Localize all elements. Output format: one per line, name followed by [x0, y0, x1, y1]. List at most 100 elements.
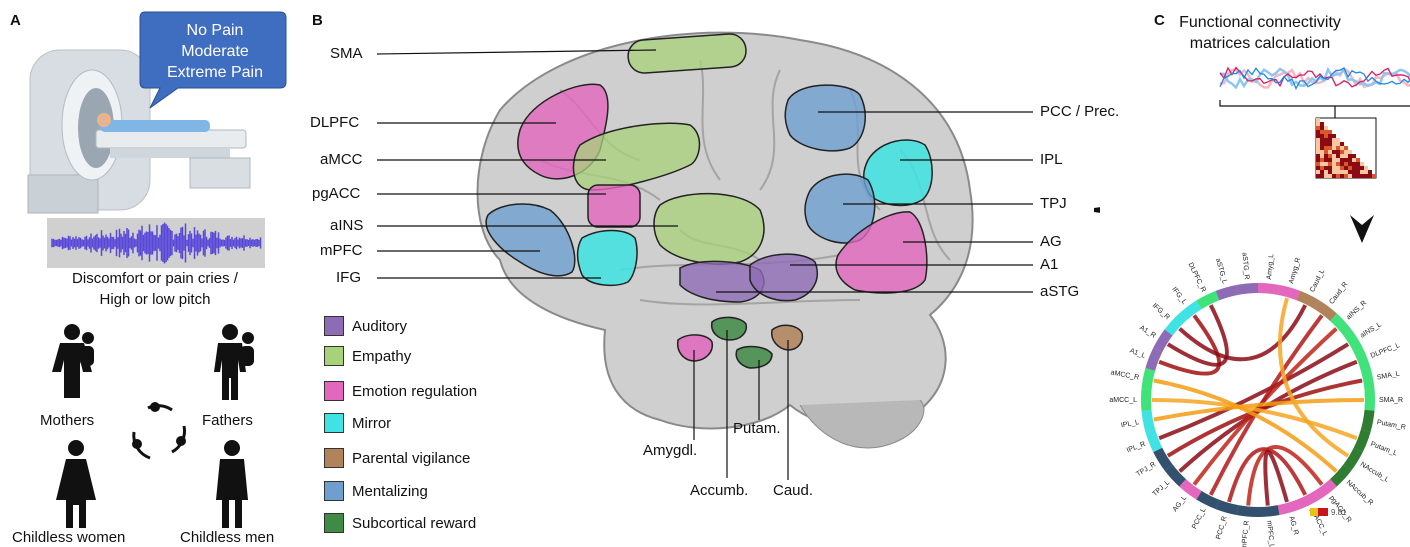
matrix-cell	[1336, 146, 1340, 150]
matrix-cell	[1328, 130, 1332, 134]
matrix-cell	[1320, 138, 1324, 142]
chord-ring-segment	[1358, 431, 1365, 450]
label-caudate: Caud.	[773, 482, 813, 499]
region-ains	[654, 194, 764, 264]
chord-node-label: SMA_R	[1379, 397, 1403, 404]
matrix-cell	[1332, 154, 1336, 158]
region-putamen	[736, 347, 772, 368]
chord-node-label: IFG_R	[1151, 302, 1171, 321]
chord-node-label: IPL_L	[1120, 419, 1139, 429]
matrix-cell	[1316, 146, 1320, 150]
matrix-cell	[1316, 158, 1320, 162]
chord-node-label: Caud_R	[1328, 281, 1349, 306]
matrix-cell	[1356, 170, 1360, 174]
colour-scale-value: 9.81	[1331, 508, 1347, 517]
matrix-cell	[1364, 174, 1368, 178]
matrix-cell	[1348, 166, 1352, 170]
matrix-cell	[1364, 170, 1368, 174]
connectivity-matrix	[1316, 118, 1376, 178]
legend-label: Parental vigilance	[352, 450, 470, 467]
legend-swatch	[324, 513, 344, 533]
chord-ring-segment	[1237, 510, 1258, 512]
chord-node-label: A1_L	[1129, 347, 1147, 359]
matrix-cell	[1348, 170, 1352, 174]
chord-node-label: NAccub_R	[1345, 479, 1374, 507]
connectivity-figure: Amyg_LAmyg_RCaud_LCaud_RaINS_RaINS_LDLPF…	[1100, 0, 1410, 547]
matrix-cell	[1360, 162, 1364, 166]
matrix-cell	[1320, 122, 1324, 126]
region-pcc	[785, 85, 865, 151]
chord-node-label: IPL_R	[1126, 441, 1147, 455]
matrix-cell	[1316, 118, 1320, 122]
matrix-cell	[1328, 162, 1332, 166]
chord-link	[1180, 305, 1306, 359]
matrix-cell	[1336, 142, 1340, 146]
matrix-cell	[1328, 142, 1332, 146]
chord-node-label: Amyg_L	[1266, 254, 1275, 280]
matrix-cell	[1340, 142, 1344, 146]
chord-ring-segment	[1146, 369, 1150, 389]
chord-node-label: TPJ_R	[1135, 461, 1157, 478]
matrix-cell	[1332, 146, 1336, 150]
matrix-cell	[1340, 154, 1344, 158]
chord-node-label: aSTG_L	[1214, 258, 1228, 285]
matrix-cell	[1340, 158, 1344, 162]
chord-node-label: NAccub_L	[1359, 461, 1390, 484]
label-accumbens: Accumb.	[690, 482, 748, 499]
region-accumbens	[712, 317, 747, 340]
chord-diagram: Amyg_LAmyg_RCaud_LCaud_RaINS_RaINS_LDLPF…	[1109, 252, 1406, 547]
matrix-cell	[1368, 174, 1372, 178]
matrix-cell	[1372, 174, 1376, 178]
matrix-cell	[1324, 150, 1328, 154]
matrix-cell	[1344, 150, 1348, 154]
matrix-cell	[1344, 154, 1348, 158]
legend-label: Subcortical reward	[352, 515, 476, 532]
chord-ring-segment	[1347, 450, 1358, 468]
chord-ring-segment	[1347, 333, 1358, 351]
matrix-cell	[1352, 170, 1356, 174]
chord-node-label: AG_L	[1172, 495, 1188, 514]
matrix-cell	[1336, 150, 1340, 154]
chord-ring-segment	[1258, 288, 1279, 290]
legend-swatch	[324, 448, 344, 468]
chord-ring-segment	[1358, 350, 1365, 369]
matrix-cell	[1320, 166, 1324, 170]
label-mpfc: mPFC	[320, 242, 363, 259]
matrix-cell	[1332, 142, 1336, 146]
matrix-cell	[1356, 158, 1360, 162]
matrix-cell	[1320, 158, 1324, 162]
label-sma: SMA	[330, 45, 363, 62]
matrix-cell	[1348, 174, 1352, 178]
matrix-cell	[1320, 142, 1324, 146]
chord-node-label: aSTG_R	[1240, 252, 1249, 280]
chord-node-label: mPFC_L	[1265, 520, 1275, 547]
matrix-cell	[1340, 174, 1344, 178]
matrix-cell	[1328, 170, 1332, 174]
chord-node-label: aINS_R	[1345, 300, 1368, 322]
chord-ring-segment	[1279, 290, 1299, 296]
chord-ring-segment	[1237, 288, 1258, 290]
chord-ring-segment	[1366, 410, 1370, 430]
matrix-cell	[1336, 162, 1340, 166]
matrix-cell	[1328, 138, 1332, 142]
matrix-cell	[1360, 170, 1364, 174]
matrix-cell	[1320, 150, 1324, 154]
label-amygdala: Amygdl.	[643, 442, 697, 459]
matrix-cell	[1320, 154, 1324, 158]
legend-item-emotion-regulation: Emotion regulation	[324, 380, 477, 402]
matrix-cell	[1336, 166, 1340, 170]
matrix-cell	[1324, 138, 1328, 142]
region-ifg	[578, 231, 638, 286]
label-astg: aSTG	[1040, 283, 1079, 300]
region-pgacc	[588, 185, 640, 227]
matrix-cell	[1332, 174, 1336, 178]
chord-ring-segment	[1366, 369, 1370, 389]
matrix-cell	[1336, 170, 1340, 174]
matrix-cell	[1320, 162, 1324, 166]
chord-node-label: A1_R	[1138, 324, 1157, 339]
matrix-cell	[1348, 154, 1352, 158]
chord-node-label: AG_R	[1287, 516, 1299, 536]
timeseries-plot	[1220, 68, 1410, 89]
legend-item-mirror: Mirror	[324, 412, 391, 434]
matrix-cell	[1344, 174, 1348, 178]
